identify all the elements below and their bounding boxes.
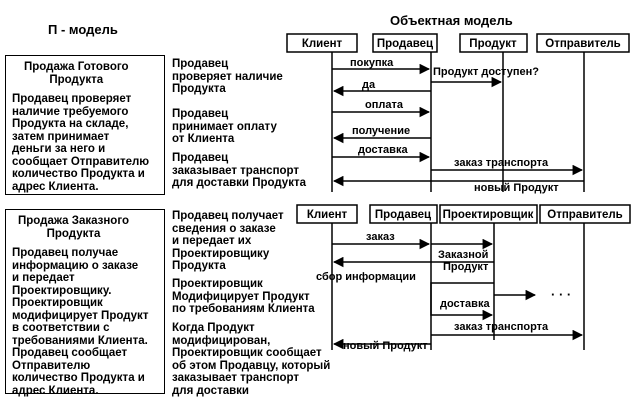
- actor-box-shipper-2: [539, 204, 631, 224]
- msg-label-new-product-2: новый Продукт: [343, 340, 428, 352]
- continuation-dots: · · ·: [551, 287, 571, 302]
- section2-step-2: Проектировщик Модифицирует Продукт по тр…: [172, 278, 315, 315]
- msg-label-yes: да: [362, 79, 376, 91]
- msg-label-payment: оплата: [365, 99, 404, 111]
- actor-box-seller-1: [372, 33, 438, 53]
- msg-arrow-delivery-loop: [430, 282, 494, 321]
- section1-box-text: Продавец проверяет наличие требуемого Пр…: [12, 93, 150, 193]
- msg-label-purchase: покупка: [350, 57, 394, 69]
- section2-box-text: Продавец получае информацию о заказе и п…: [12, 247, 149, 397]
- msg-label-custom-product-line1: Заказной: [438, 249, 488, 261]
- section1-description-box: Продажа Готового Продукта Продавец прове…: [5, 55, 165, 195]
- actor-label-designer-2: Проектировщик: [443, 209, 534, 221]
- msg-label-transport-order: заказ транспорта: [454, 157, 549, 169]
- msg-label-info-gathering: сбор информации: [316, 271, 416, 283]
- section1-message-labels: покупка Продукт доступен? да оплата полу…: [350, 57, 559, 194]
- section2-messages: [332, 238, 584, 350]
- actor-box-designer-2: [439, 204, 538, 224]
- actor-box-client-2: [296, 204, 358, 224]
- section2-step-1: Продавец получает сведения о заказе и пе…: [172, 210, 284, 272]
- actor-label-product-1: Продукт: [469, 38, 517, 50]
- section2-description-box: Продажа Заказного Продукта Продавец полу…: [5, 209, 165, 397]
- object-model-title: Объектная модель: [390, 13, 513, 28]
- section1-step-2: Продавец принимает оплату от Клиента: [172, 108, 277, 145]
- msg-label-order: заказ: [366, 231, 395, 243]
- actor-label-seller-1: Продавец: [377, 38, 433, 50]
- actor-label-seller-2: Продавец: [375, 209, 431, 221]
- actor-box-seller-2: [369, 204, 438, 224]
- section2-step-3: Когда Продукт модифицирован, Проектировщ…: [172, 322, 331, 397]
- msg-label-new-product: новый Продукт: [474, 182, 559, 194]
- msg-label-delivery-2: доставка: [440, 298, 490, 310]
- section1-actor-boxes: Клиент Продавец Продукт Отправитель: [286, 33, 630, 53]
- actor-label-client-2: Клиент: [307, 209, 348, 221]
- actor-label-shipper-1: Отправитель: [545, 38, 621, 50]
- msg-label-delivery: доставка: [358, 144, 408, 156]
- section1-messages: [332, 63, 584, 187]
- actor-box-shipper-1: [536, 33, 630, 53]
- section2-actor-boxes: Клиент Продавец Проектировщик Отправител…: [296, 204, 631, 224]
- section1-step-3: Продавец заказывает транспорт для достав…: [172, 152, 306, 189]
- msg-label-product-available: Продукт доступен?: [433, 66, 539, 78]
- msg-label-transport-order-2: заказ транспорта: [454, 321, 549, 333]
- section1-box-title: Продажа Готового Продукта: [24, 61, 129, 86]
- actor-label-client-1: Клиент: [302, 38, 343, 50]
- actor-box-client-1: [286, 33, 358, 53]
- p-model-title: П - модель: [48, 22, 118, 37]
- actor-label-shipper-2: Отправитель: [547, 209, 623, 221]
- actor-box-product-1: [459, 33, 528, 53]
- section1-lifelines: [331, 52, 585, 192]
- section2-message-labels: заказ Заказной Продукт сбор информации д…: [316, 231, 571, 352]
- section1-step-1: Продавец проверяет наличие Продукта: [172, 58, 283, 95]
- msg-label-custom-product-line2: Продукт: [443, 261, 489, 273]
- msg-label-receipt: получение: [352, 125, 410, 137]
- section2-box-title: Продажа Заказного Продукта: [18, 215, 129, 240]
